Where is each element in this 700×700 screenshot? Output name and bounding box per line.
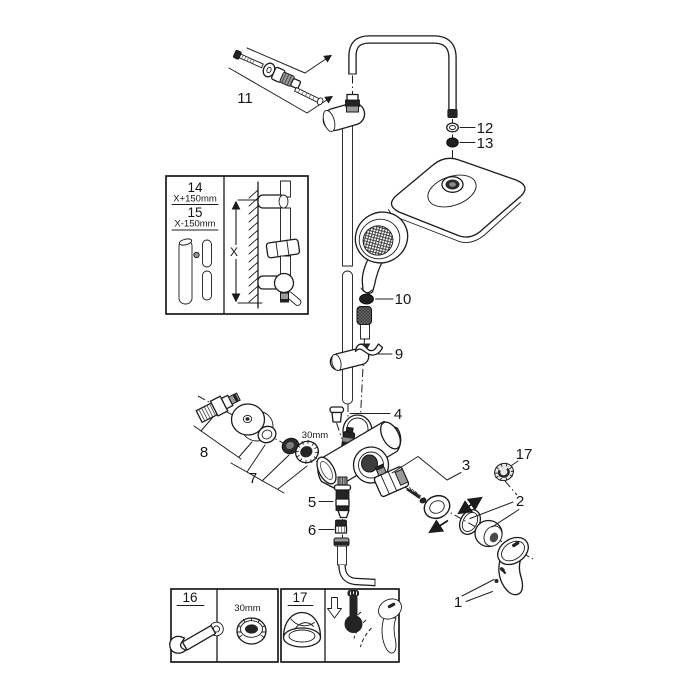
rail-lower-segment bbox=[342, 270, 353, 405]
callout-label-3: 3 bbox=[462, 457, 470, 474]
hose-connector bbox=[333, 537, 350, 566]
rail-pin bbox=[193, 251, 200, 259]
part-10-seal bbox=[359, 293, 374, 305]
inset-part-15-label: 15 bbox=[187, 205, 202, 220]
callout-label-4: 4 bbox=[394, 406, 402, 423]
tools-inset-box-16: 16 30mm bbox=[169, 588, 279, 663]
arm-outlet-tip bbox=[447, 109, 458, 118]
callout-label-5: 5 bbox=[308, 494, 316, 511]
rail-upper-segment bbox=[342, 120, 353, 267]
callout-label-1: 1 bbox=[454, 594, 462, 611]
rail-tube-15 bbox=[202, 239, 212, 301]
nut-30mm-icon bbox=[236, 617, 267, 645]
nut-30mm bbox=[294, 439, 320, 465]
inset-part-15-length: X-150mm bbox=[174, 219, 215, 230]
callout-label-8: 8 bbox=[200, 444, 208, 461]
hand-shower-hose-nut bbox=[356, 306, 372, 340]
assembly-arrow-1 bbox=[457, 496, 483, 515]
cartridge-screw bbox=[406, 488, 421, 499]
rail-top-tee bbox=[322, 93, 366, 132]
head-shower bbox=[388, 157, 526, 244]
dimension-x: X bbox=[227, 199, 263, 304]
inset-part-16-label: 16 bbox=[182, 590, 197, 605]
callout-label-10: 10 bbox=[395, 291, 412, 308]
hand-shower-spray-face bbox=[362, 225, 394, 256]
inset-nut-size-label: 30mm bbox=[234, 603, 260, 614]
tools-inset-box-17: 17 bbox=[280, 588, 402, 663]
arm-connector-top bbox=[346, 93, 359, 102]
stop-ring-icon bbox=[282, 611, 322, 648]
callout-label-7: 7 bbox=[249, 470, 257, 487]
washer bbox=[257, 425, 277, 444]
part-11-fixing-set bbox=[228, 47, 334, 114]
hand-shower bbox=[354, 211, 409, 295]
arm-pipe-fill bbox=[349, 36, 456, 110]
head-shower-plate bbox=[390, 157, 526, 238]
handle-blade bbox=[498, 554, 524, 596]
shower-arm bbox=[348, 35, 458, 118]
wall-mount-sketch bbox=[248, 180, 302, 309]
screw-2 bbox=[294, 87, 324, 106]
part-2-cap-group bbox=[458, 509, 503, 548]
callout-label-6: 6 bbox=[308, 522, 316, 539]
inset-part-17-label: 17 bbox=[292, 590, 307, 605]
part-6-adapter bbox=[334, 519, 348, 534]
install-direction-icon bbox=[327, 590, 402, 654]
hand-shower-handle bbox=[361, 256, 385, 295]
arm-pipe-outline bbox=[348, 35, 457, 110]
wrench-icon bbox=[169, 621, 224, 654]
cartridge-ring-nut bbox=[423, 494, 451, 520]
part-12-screen bbox=[446, 122, 459, 133]
callout-label-17: 17 bbox=[516, 446, 533, 463]
part-7-seal-set bbox=[257, 425, 320, 465]
callouts: 11 12 13 10 9 4 8 7 5 6 3 17 2 1 bbox=[193, 90, 533, 611]
wall-union bbox=[270, 66, 302, 90]
shower-hose bbox=[338, 564, 376, 587]
callout-label-9: 9 bbox=[395, 346, 403, 363]
callout-label-13: 13 bbox=[477, 135, 494, 152]
part-9-glide-bracket bbox=[329, 343, 384, 371]
callout-label-11: 11 bbox=[237, 90, 253, 107]
callout-label-2: 2 bbox=[516, 493, 524, 510]
callout-label-12: 12 bbox=[477, 120, 494, 137]
assembly-arrow-2 bbox=[428, 519, 449, 534]
part-3-cartridge-group bbox=[373, 463, 483, 534]
handle-screw bbox=[499, 566, 507, 575]
nut-size-label: 30mm bbox=[302, 430, 328, 441]
rail-tube-14 bbox=[178, 238, 193, 305]
part-13-o-ring bbox=[446, 137, 459, 148]
part-5-check-valve bbox=[333, 476, 352, 519]
inset-part-14-label: 14 bbox=[187, 180, 203, 195]
mixer-left-port bbox=[316, 456, 337, 485]
length-inset-box: 14 X+150mm 15 X-150mm bbox=[165, 175, 309, 315]
part-1-lever-handle bbox=[494, 536, 529, 596]
down-arrow-icon bbox=[327, 597, 342, 619]
lever-install-icon bbox=[348, 598, 402, 654]
inset-part-14-length: X+150mm bbox=[173, 194, 217, 205]
screw-1 bbox=[233, 49, 264, 69]
part-4-plug bbox=[329, 406, 345, 423]
dimension-x-label: X bbox=[230, 245, 238, 259]
part-17-stop-ring bbox=[494, 462, 515, 482]
